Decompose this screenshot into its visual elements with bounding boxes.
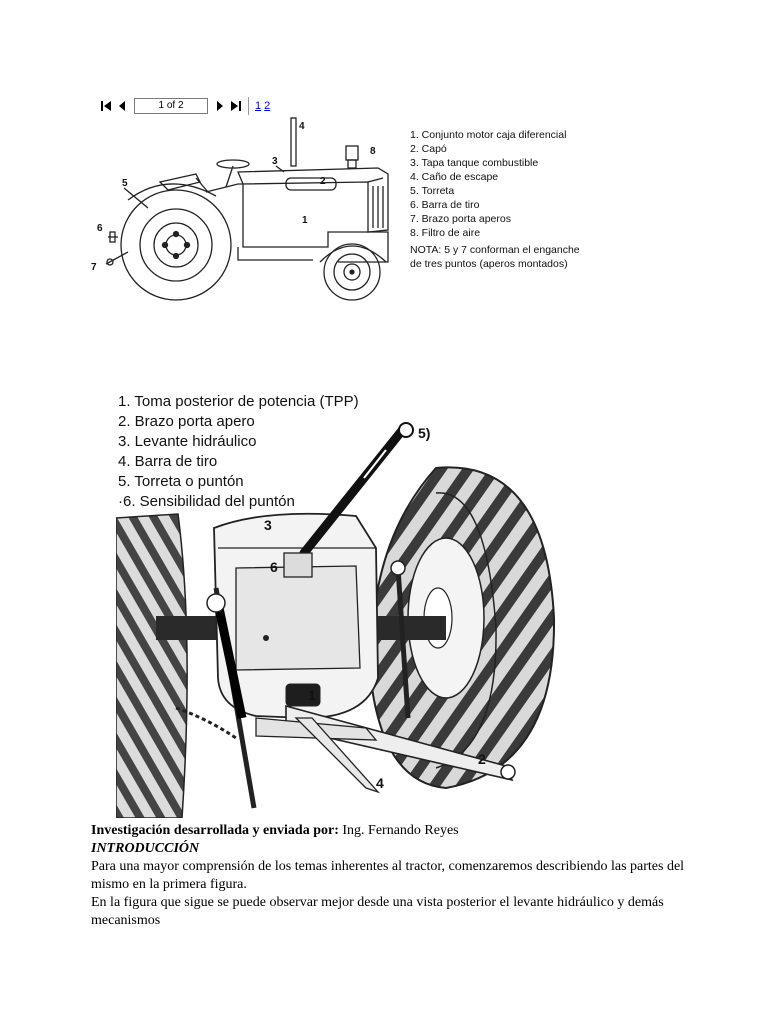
first-page-button[interactable] xyxy=(98,97,114,115)
legend1-note-line1: NOTA: 5 y 7 conforman el enganche xyxy=(410,244,580,256)
legend2-item: 4. Barra de tiro xyxy=(118,453,218,470)
callout-torreta: 5) xyxy=(418,425,430,441)
callout-6: 6 xyxy=(97,223,103,234)
legend1-item: 6. Barra de tiro xyxy=(410,199,480,211)
next-page-button[interactable] xyxy=(212,97,228,115)
callout-barra: 4 xyxy=(376,775,384,791)
callout-4: 4 xyxy=(299,121,305,132)
legend2-item: 1. Toma posterior de potencia (TPP) xyxy=(118,393,359,410)
legend1-note-line2: de tres puntos (aperos montados) xyxy=(410,258,568,270)
legend2-item: 3. Levante hidráulico xyxy=(118,433,257,450)
prev-page-button[interactable] xyxy=(114,97,130,115)
author-label: Investigación desarrollada y enviada por… xyxy=(91,823,339,838)
document-text: Investigación desarrollada y enviada por… xyxy=(91,822,691,930)
legend1-item: 2. Capó xyxy=(410,143,447,155)
last-page-button[interactable] xyxy=(228,97,244,115)
callout-1: 1 xyxy=(302,215,308,226)
callout-levante: 3 xyxy=(264,517,272,533)
page-link-1[interactable]: 1 xyxy=(255,100,262,112)
legend1-item: 5. Torreta xyxy=(410,185,455,197)
legend1-item: 8. Filtro de aire xyxy=(410,227,481,239)
page-number-input[interactable]: 1 of 2 xyxy=(134,98,208,114)
paragraph-2: En la figura que sigue se puede observar… xyxy=(91,895,664,928)
figure1-legend: 1. Conjunto motor caja diferencial 2. Ca… xyxy=(410,128,610,271)
callout-tpp: 1 xyxy=(308,687,316,703)
author-name: Ing. Fernando Reyes xyxy=(338,823,459,838)
page-link-2[interactable]: 2 xyxy=(264,100,271,112)
callout-sensibilidad: 6 xyxy=(270,559,278,575)
author-line: Investigación desarrollada y enviada por… xyxy=(91,822,691,840)
prev-page-icon xyxy=(119,101,125,111)
legend2-item: ·6. Sensibilidad del puntón xyxy=(118,493,295,510)
legend1-item: 1. Conjunto motor caja diferencial xyxy=(410,129,567,141)
legend1-item: 7. Brazo porta aperos xyxy=(410,213,511,225)
callout-3: 3 xyxy=(272,156,278,167)
pager-separator xyxy=(248,97,249,115)
legend2-item: 2. Brazo porta apero xyxy=(118,413,255,430)
section-heading: INTRODUCCIÓN xyxy=(91,841,200,856)
tractor-side-view-figure: 1 2 3 4 5 6 7 8 xyxy=(91,117,389,301)
legend1-item: 3. Tapa tanque combustible xyxy=(410,157,539,169)
legend1-item: 4. Caño de escape xyxy=(410,171,499,183)
page-navigator: 1 of 2 1 2 xyxy=(98,97,273,115)
first-page-icon xyxy=(101,101,111,111)
callout-5: 5 xyxy=(122,178,128,189)
rear-hydraulic-lift-figure: 5) 3 6 1 2 4 xyxy=(116,422,556,818)
next-page-icon xyxy=(217,101,223,111)
callout-8: 8 xyxy=(370,146,376,157)
callout-2: 2 xyxy=(320,176,326,187)
legend2-item: 5. Torreta o puntón xyxy=(118,473,244,490)
last-page-icon xyxy=(231,101,241,111)
callout-7: 7 xyxy=(91,262,97,273)
paragraph-1: Para una mayor comprensión de los temas … xyxy=(91,859,685,892)
callout-brazo: 2 xyxy=(478,751,486,767)
figure2-legend: 1. Toma posterior de potencia (TPP) 2. B… xyxy=(118,392,418,512)
